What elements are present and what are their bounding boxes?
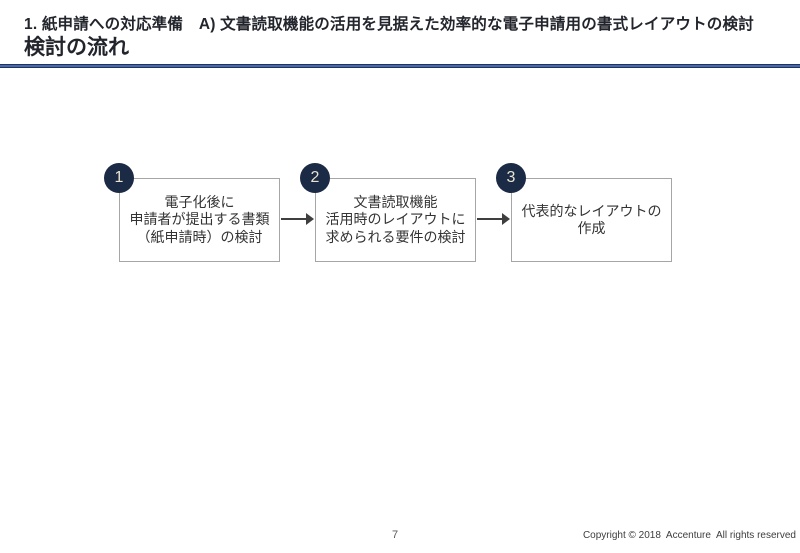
arrow-shaft [477,218,503,220]
step-2-line-1: 文書読取機能 [353,193,438,210]
arrow-head-icon [502,213,510,225]
step-3-line-1: 代表的なレイアウトの [521,202,662,219]
breadcrumb: 1. 紙申請への対応準備 A) 文書読取機能の活用を見据えた効率的な電子申請用の… [24,16,754,33]
arrow-shaft [281,218,307,220]
page-number: 7 [391,529,399,541]
step-number-badge-1: 1 [104,163,134,193]
flow-step-box-1: 電子化後に 申請者が提出する書類 （紙申請時）の検討 [119,178,280,262]
flow-arrow-1 [281,211,314,227]
step-number-3: 3 [506,169,516,186]
copyright-notice: Copyright © 2018 Accenture All rights re… [582,530,796,541]
flow-arrow-2 [477,211,510,227]
header-separator-rule [0,64,800,68]
step-2-line-3: 求められる要件の検討 [325,228,466,245]
step-1-line-1: 電子化後に [164,193,235,210]
step-3-line-2: 作成 [577,220,606,236]
step-1-line-3: （紙申請時）の検討 [136,228,263,245]
arrow-head-icon [306,213,314,225]
flow-step-box-3: 代表的なレイアウトの 作成 [511,178,672,262]
step-1-line-2: 申請者が提出する書類 [129,211,270,228]
flow-step-box-2: 文書読取機能 活用時のレイアウトに 求められる要件の検討 [315,178,476,262]
page-title: 検討の流れ [24,36,129,59]
step-number-2: 2 [310,169,320,186]
step-2-line-2: 活用時のレイアウトに [325,211,466,228]
step-number-badge-2: 2 [300,163,330,193]
step-number-1: 1 [114,169,124,186]
step-number-badge-3: 3 [496,163,526,193]
